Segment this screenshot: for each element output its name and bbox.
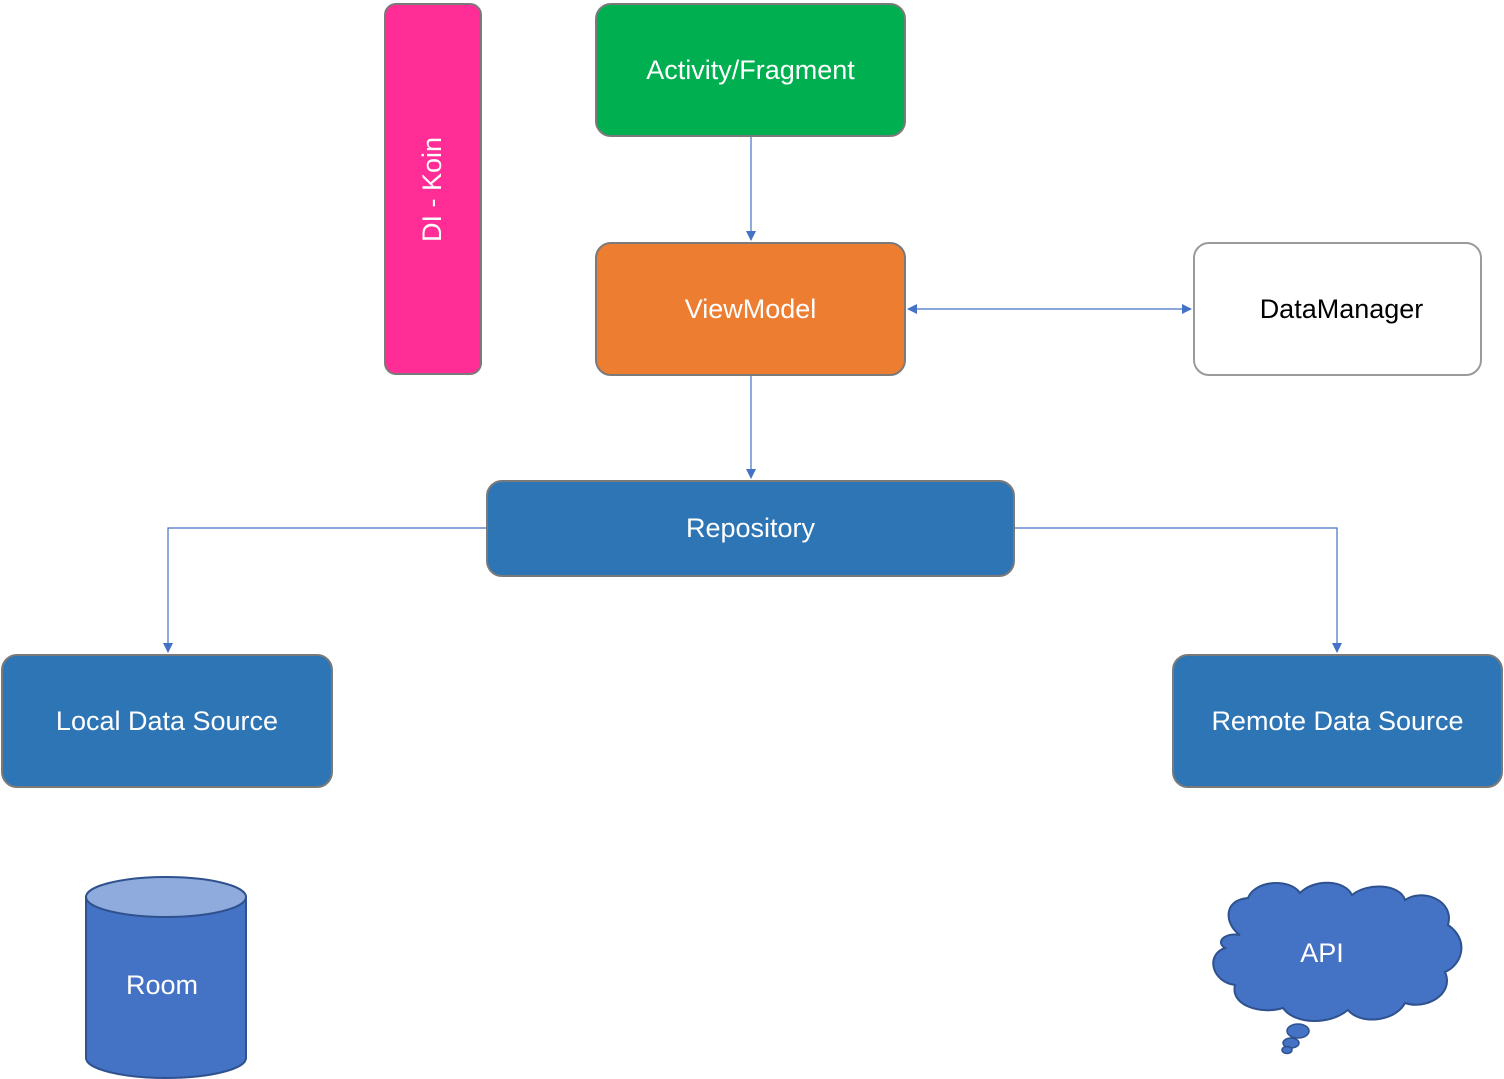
local-data-source-label: Local Data Source <box>55 705 279 736</box>
viewmodel-node: ViewModel <box>595 242 906 376</box>
edge-repository-to-local <box>163 527 486 653</box>
datamanager-label: DataManager <box>1259 293 1424 324</box>
remote-data-source-node: Remote Data Source <box>1172 654 1503 788</box>
edge-repository-to-remote <box>1015 527 1342 653</box>
room-label: Room <box>125 970 199 1000</box>
datamanager-node: DataManager <box>1193 242 1482 376</box>
repository-node: Repository <box>486 480 1015 577</box>
repository-label: Repository <box>685 513 816 543</box>
activity-fragment-node: Activity/Fragment <box>595 3 906 137</box>
di-koin-label: DI - Koin <box>417 136 448 242</box>
api-label: API <box>1300 938 1344 968</box>
local-data-source-node: Local Data Source <box>1 654 333 788</box>
viewmodel-label: ViewModel <box>684 293 817 324</box>
activity-fragment-label: Activity/Fragment <box>646 54 855 85</box>
di-koin-bar: DI - Koin <box>384 3 482 375</box>
remote-data-source-label: Remote Data Source <box>1211 705 1464 736</box>
